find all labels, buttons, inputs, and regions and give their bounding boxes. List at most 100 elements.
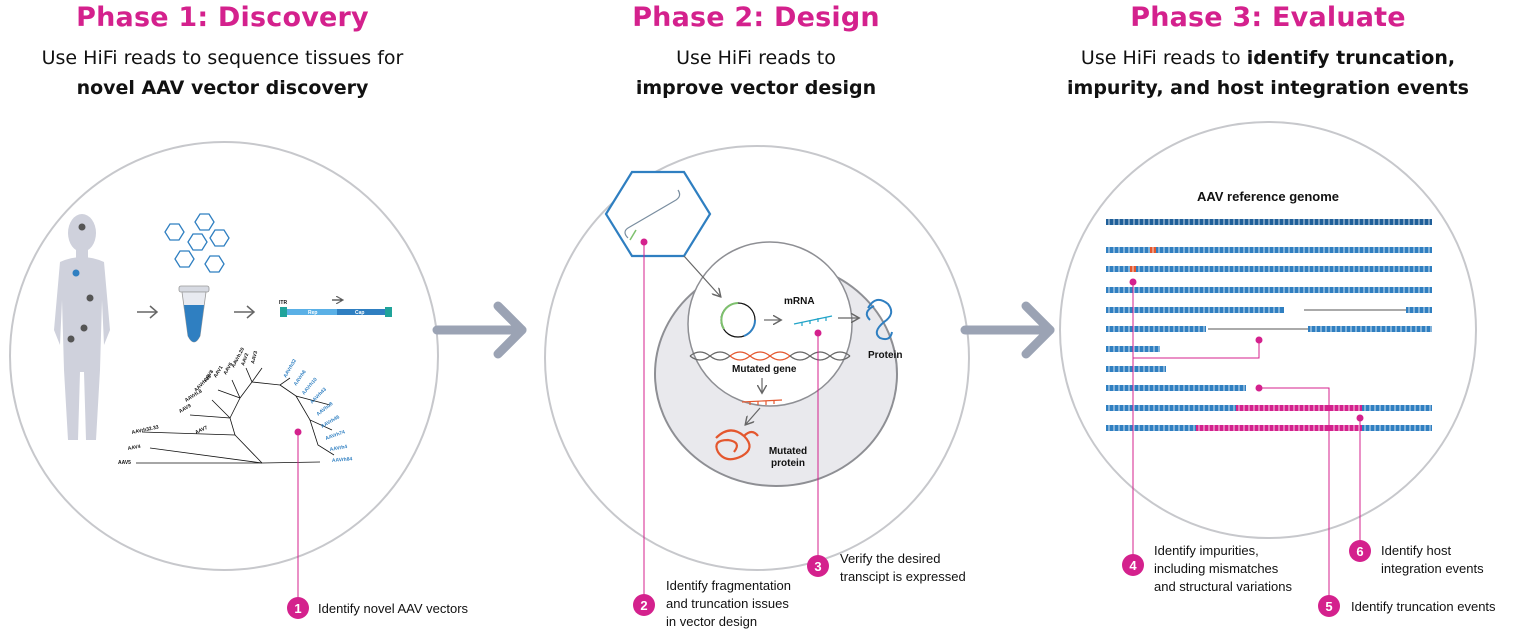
- cap-label: Cap: [355, 310, 364, 316]
- step-number-6: 6: [1356, 544, 1363, 559]
- callout-line-4b: [1133, 340, 1260, 359]
- mutated-protein-icon: [715, 429, 759, 461]
- step-text-3-line-1: Verify the desired: [840, 551, 940, 566]
- step-text-6-line-2: integration events: [1381, 561, 1484, 576]
- step-text-2-line-2: and truncation issues: [666, 596, 789, 611]
- callout-line-5: [1259, 387, 1330, 606]
- tree-label: AAV4: [127, 444, 141, 452]
- read-segment: [1106, 385, 1246, 391]
- mutated-protein-label-2: protein: [771, 458, 805, 469]
- protein-label: Protein: [868, 350, 902, 361]
- mrna-label: mRNA: [784, 296, 815, 307]
- step-badge-3: [807, 555, 829, 577]
- step-text-4-line-1: Identify impurities,: [1154, 543, 1259, 558]
- human-silhouette: [54, 214, 110, 440]
- step-number-4: 4: [1129, 558, 1137, 573]
- read-segment: [1106, 307, 1284, 313]
- mrna-strand-icon: [793, 315, 833, 326]
- step-text-1: Identify novel AAV vectors: [318, 601, 469, 616]
- phase-arrow-2: [960, 301, 1055, 359]
- tissue-dot: [80, 324, 88, 332]
- step-text-2-line-3: in vector design: [666, 614, 757, 629]
- phase1-subtitle: Use HiFi reads to sequence tissues for n…: [0, 43, 445, 103]
- read-segment: [1362, 405, 1432, 411]
- phase3-subtitle: Use HiFi reads to identify truncation, i…: [1030, 43, 1506, 103]
- step-number-1: 1: [294, 601, 301, 616]
- tissue-dot: [86, 294, 94, 302]
- read-segment: [1308, 326, 1432, 332]
- phase3-circle: [1059, 121, 1477, 539]
- mutated-mrna-icon: [741, 399, 783, 405]
- tree-label: AAV5: [118, 460, 131, 466]
- arrow-down-icon: [746, 407, 761, 424]
- aav-capsid-hexagons: [164, 213, 230, 273]
- callout-dot-4: [1129, 278, 1137, 286]
- arrow-right-icon: [234, 305, 256, 319]
- aav-genome-map: ITR Rep Cap: [279, 300, 392, 317]
- tree-label: AAV9: [178, 403, 192, 415]
- dna-helix-icon: [689, 351, 851, 361]
- step-text-2-line-1: Identify fragmentation: [666, 578, 791, 593]
- read-segment: [1106, 326, 1206, 332]
- callout-dot-5: [1255, 384, 1263, 392]
- protein-icon: [865, 298, 893, 341]
- tissue-dot-blue: [72, 269, 80, 277]
- plasmid-icon: [720, 302, 757, 338]
- phase2-subtitle-plain: Use HiFi reads to: [676, 47, 836, 69]
- phase2-subtitle: Use HiFi reads to improve vector design: [530, 43, 982, 103]
- mutated-protein-label-1: Mutated: [769, 446, 807, 457]
- callout-dot-4b: [1255, 336, 1263, 344]
- callout-dot-6: [1356, 414, 1364, 422]
- tree-label: AAV6: [223, 362, 235, 376]
- phase-arrow-1: [432, 301, 527, 359]
- rep-label: Rep: [308, 310, 317, 316]
- mutated-gene-label: Mutated gene: [732, 364, 797, 375]
- step-badge-4: [1122, 554, 1144, 576]
- callout-dot-3: [814, 329, 822, 337]
- step-number-2: 2: [640, 598, 647, 613]
- step-text-5: Identify truncation events: [1351, 599, 1496, 614]
- read-segment: [1106, 425, 1196, 431]
- step-badge-5: [1318, 595, 1340, 617]
- tree-label: AAV2: [240, 352, 250, 366]
- tree-label-novel: AAVrh4: [329, 444, 348, 453]
- phase3-title: Phase 3: Evaluate: [1130, 2, 1406, 33]
- phase1-subtitle-bold: novel AAV vector discovery: [76, 77, 369, 99]
- phase3-subtitle-plain: Use HiFi reads to: [1080, 47, 1241, 69]
- arrow-right-icon: [683, 255, 720, 296]
- callout-dot-1: [294, 428, 302, 436]
- phase2-title: Phase 2: Design: [632, 2, 880, 33]
- step-badge-2: [633, 594, 655, 616]
- tree-label: AAVrh32.33: [131, 424, 159, 436]
- tree-label: AAV7: [194, 425, 208, 436]
- step-number-5: 5: [1325, 599, 1332, 614]
- step-badge-1: [287, 597, 309, 619]
- tissue-dot: [78, 223, 86, 231]
- read-alignment-rows: [1106, 219, 1432, 431]
- phase3-subtitle-bold-2: impurity, and host integration events: [1067, 77, 1469, 99]
- tissue-dot: [67, 335, 75, 343]
- sample-tube-icon: [178, 285, 210, 343]
- tree-label: AAV3: [250, 350, 259, 364]
- arrow-right-icon: [137, 305, 159, 319]
- phase3-subtitle-bold-1: identify truncation,: [1246, 47, 1456, 69]
- read-segment: [1106, 405, 1236, 411]
- step-text-6-line-1: Identify host: [1381, 543, 1451, 558]
- phase1-title: Phase 1: Discovery: [76, 2, 369, 33]
- read-segment: [1362, 425, 1432, 431]
- phylogenetic-tree: [136, 367, 335, 464]
- phase2-subtitle-bold: improve vector design: [635, 77, 877, 99]
- tree-label-novel: AAVrh84: [332, 456, 353, 464]
- read-segment: [1106, 366, 1166, 372]
- step-badge-6: [1349, 540, 1371, 562]
- phase1-circle: [9, 141, 439, 571]
- step-number-3: 3: [814, 559, 821, 574]
- step-text-3-line-2: transcipt is expressed: [840, 569, 966, 584]
- callout-dot-2: [640, 238, 648, 246]
- itr-label: ITR: [279, 300, 287, 306]
- aav-vector-hexagon: [604, 170, 712, 258]
- reference-genome-label: AAV reference genome: [1197, 189, 1339, 204]
- cell-diagram: [654, 241, 898, 487]
- step-text-4-line-2: including mismatches: [1154, 561, 1279, 576]
